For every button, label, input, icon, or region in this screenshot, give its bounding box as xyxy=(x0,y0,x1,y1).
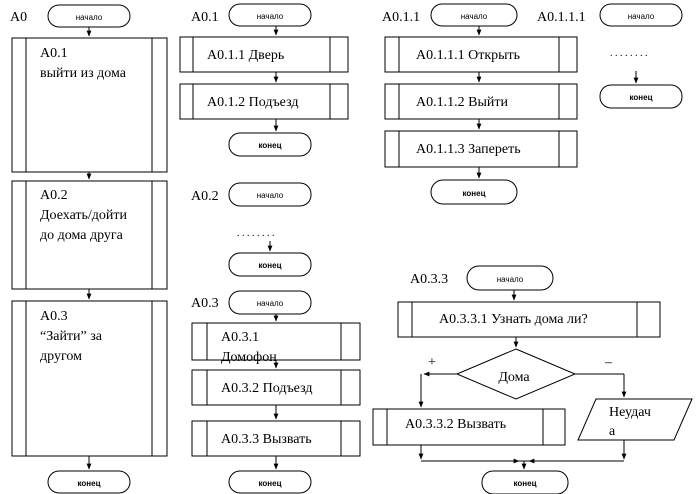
svg-text:A0.1 выйти из дома: A0.1 выйти из дома xyxy=(40,46,127,81)
svg-text:начало: начало xyxy=(257,191,284,200)
terminal-a02-start: начало xyxy=(228,182,312,207)
svg-text:начало: начало xyxy=(76,13,103,22)
ellipsis-a0111: . . . . . . . . xyxy=(610,48,648,59)
terminal-a033-start: начало xyxy=(466,265,554,291)
branch-plus-label: + xyxy=(428,355,436,370)
branch-minus-label: – xyxy=(604,355,613,370)
process-a0332-call: A0.3.3.2 Вызвать xyxy=(372,408,566,446)
svg-text:конец: конец xyxy=(463,189,486,198)
svg-text:A0.3.3.2 Вызвать: A0.3.3.2 Вызвать xyxy=(405,417,506,432)
process-a0112-exit: A0.1.1.2 Выйти xyxy=(384,83,578,120)
svg-text:начало: начало xyxy=(257,299,284,308)
label-a033: A0.3.3 xyxy=(410,272,448,287)
svg-text:конец: конец xyxy=(259,141,282,150)
svg-text:A0.1.2 Подъезд: A0.1.2 Подъезд xyxy=(207,95,298,110)
process-a032-entrance: A0.3.2 Подъезд xyxy=(191,369,361,406)
svg-text:начало: начало xyxy=(257,12,284,21)
svg-text:A0.3.1 Домофон: A0.3.1 Домофон xyxy=(221,330,277,365)
svg-text:конец: конец xyxy=(514,479,537,488)
svg-text:A0.1.1.2 Выйти: A0.1.1.2 Выйти xyxy=(416,95,508,110)
svg-text:A0.3.2 Подъезд: A0.3.2 Подъезд xyxy=(221,381,312,396)
label-a0: A0 xyxy=(10,10,27,25)
terminal-a011-end: конец xyxy=(430,179,518,205)
terminal-a03-start: начало xyxy=(228,290,312,315)
svg-text:конец: конец xyxy=(630,93,653,102)
process-a0113-lock: A0.1.1.3 Запереть xyxy=(384,130,578,168)
process-a0-2: A0.2 Доехать/дойти до дома друга xyxy=(11,180,168,290)
terminal-a02-end: конец xyxy=(228,252,312,277)
svg-text:A0.1.1.1 Открыть: A0.1.1.1 Открыть xyxy=(416,48,520,63)
svg-text:A0.1.1 Дверь: A0.1.1 Дверь xyxy=(207,48,284,63)
terminal-a0111-end: конец xyxy=(599,84,683,109)
process-a0-3: A0.3 “Зайти” за другом xyxy=(11,300,168,457)
svg-text:A0.2 Доехать/дойти: A0.2 Доехать/дойти до дома друга xyxy=(40,188,131,243)
label-a01: A0.1 xyxy=(191,10,219,25)
process-a0331-check-home: A0.3.3.1 Узнать дома ли? xyxy=(397,301,661,338)
label-a02: A0.2 xyxy=(191,189,219,204)
process-a0-1: A0.1 выйти из дома xyxy=(11,37,168,173)
svg-text:A0.1.1.3 Запереть: A0.1.1.3 Запереть xyxy=(416,142,521,157)
svg-text:начало: начало xyxy=(497,275,524,284)
ellipsis-a02: . . . . . . . . xyxy=(237,228,275,239)
svg-text:A0.3.3.1 Узнать дома ли?: A0.3.3.1 Узнать дома ли? xyxy=(439,312,588,327)
svg-text:начало: начало xyxy=(461,12,488,21)
svg-text:A0.3 “Зайти” за: A0.3 “Зайти” за другом xyxy=(40,309,106,364)
svg-text:A0.3.3 Вызвать: A0.3.3 Вызвать xyxy=(221,432,312,447)
svg-text:конец: конец xyxy=(259,261,282,270)
label-a0111: A0.1.1.1 xyxy=(537,10,586,25)
process-a031-intercom: A0.3.1 Домофон xyxy=(191,322,361,365)
terminal-a0111-start: начало xyxy=(599,3,683,27)
svg-text:конец: конец xyxy=(259,479,282,488)
io-failure: Неудач а xyxy=(577,398,693,441)
terminal-a033-end: конец xyxy=(481,470,569,494)
process-a033-call: A0.3.3 Вызвать xyxy=(191,420,361,457)
label-a011: A0.1.1 xyxy=(382,10,420,25)
process-a0111-open: A0.1.1.1 Открыть xyxy=(384,36,578,73)
terminal-a01-start: начало xyxy=(228,3,312,27)
label-a03: A0.3 xyxy=(191,296,219,311)
process-a012-entrance: A0.1.2 Подъезд xyxy=(179,83,349,120)
svg-text:начало: начало xyxy=(628,12,655,21)
decision-home: Дома xyxy=(455,348,577,400)
terminal-a0-end: конец xyxy=(47,470,131,494)
svg-text:конец: конец xyxy=(78,479,101,488)
svg-text:Дома: Дома xyxy=(498,370,530,385)
svg-text:Неудач а: Неудач а xyxy=(609,405,654,439)
terminal-a011-start: начало xyxy=(430,3,518,27)
terminal-a01-end: конец xyxy=(228,132,312,157)
process-a011-door: A0.1.1 Дверь xyxy=(179,36,349,73)
terminal-a0-start: начало xyxy=(47,4,131,28)
terminal-a03-end: конец xyxy=(228,470,312,494)
